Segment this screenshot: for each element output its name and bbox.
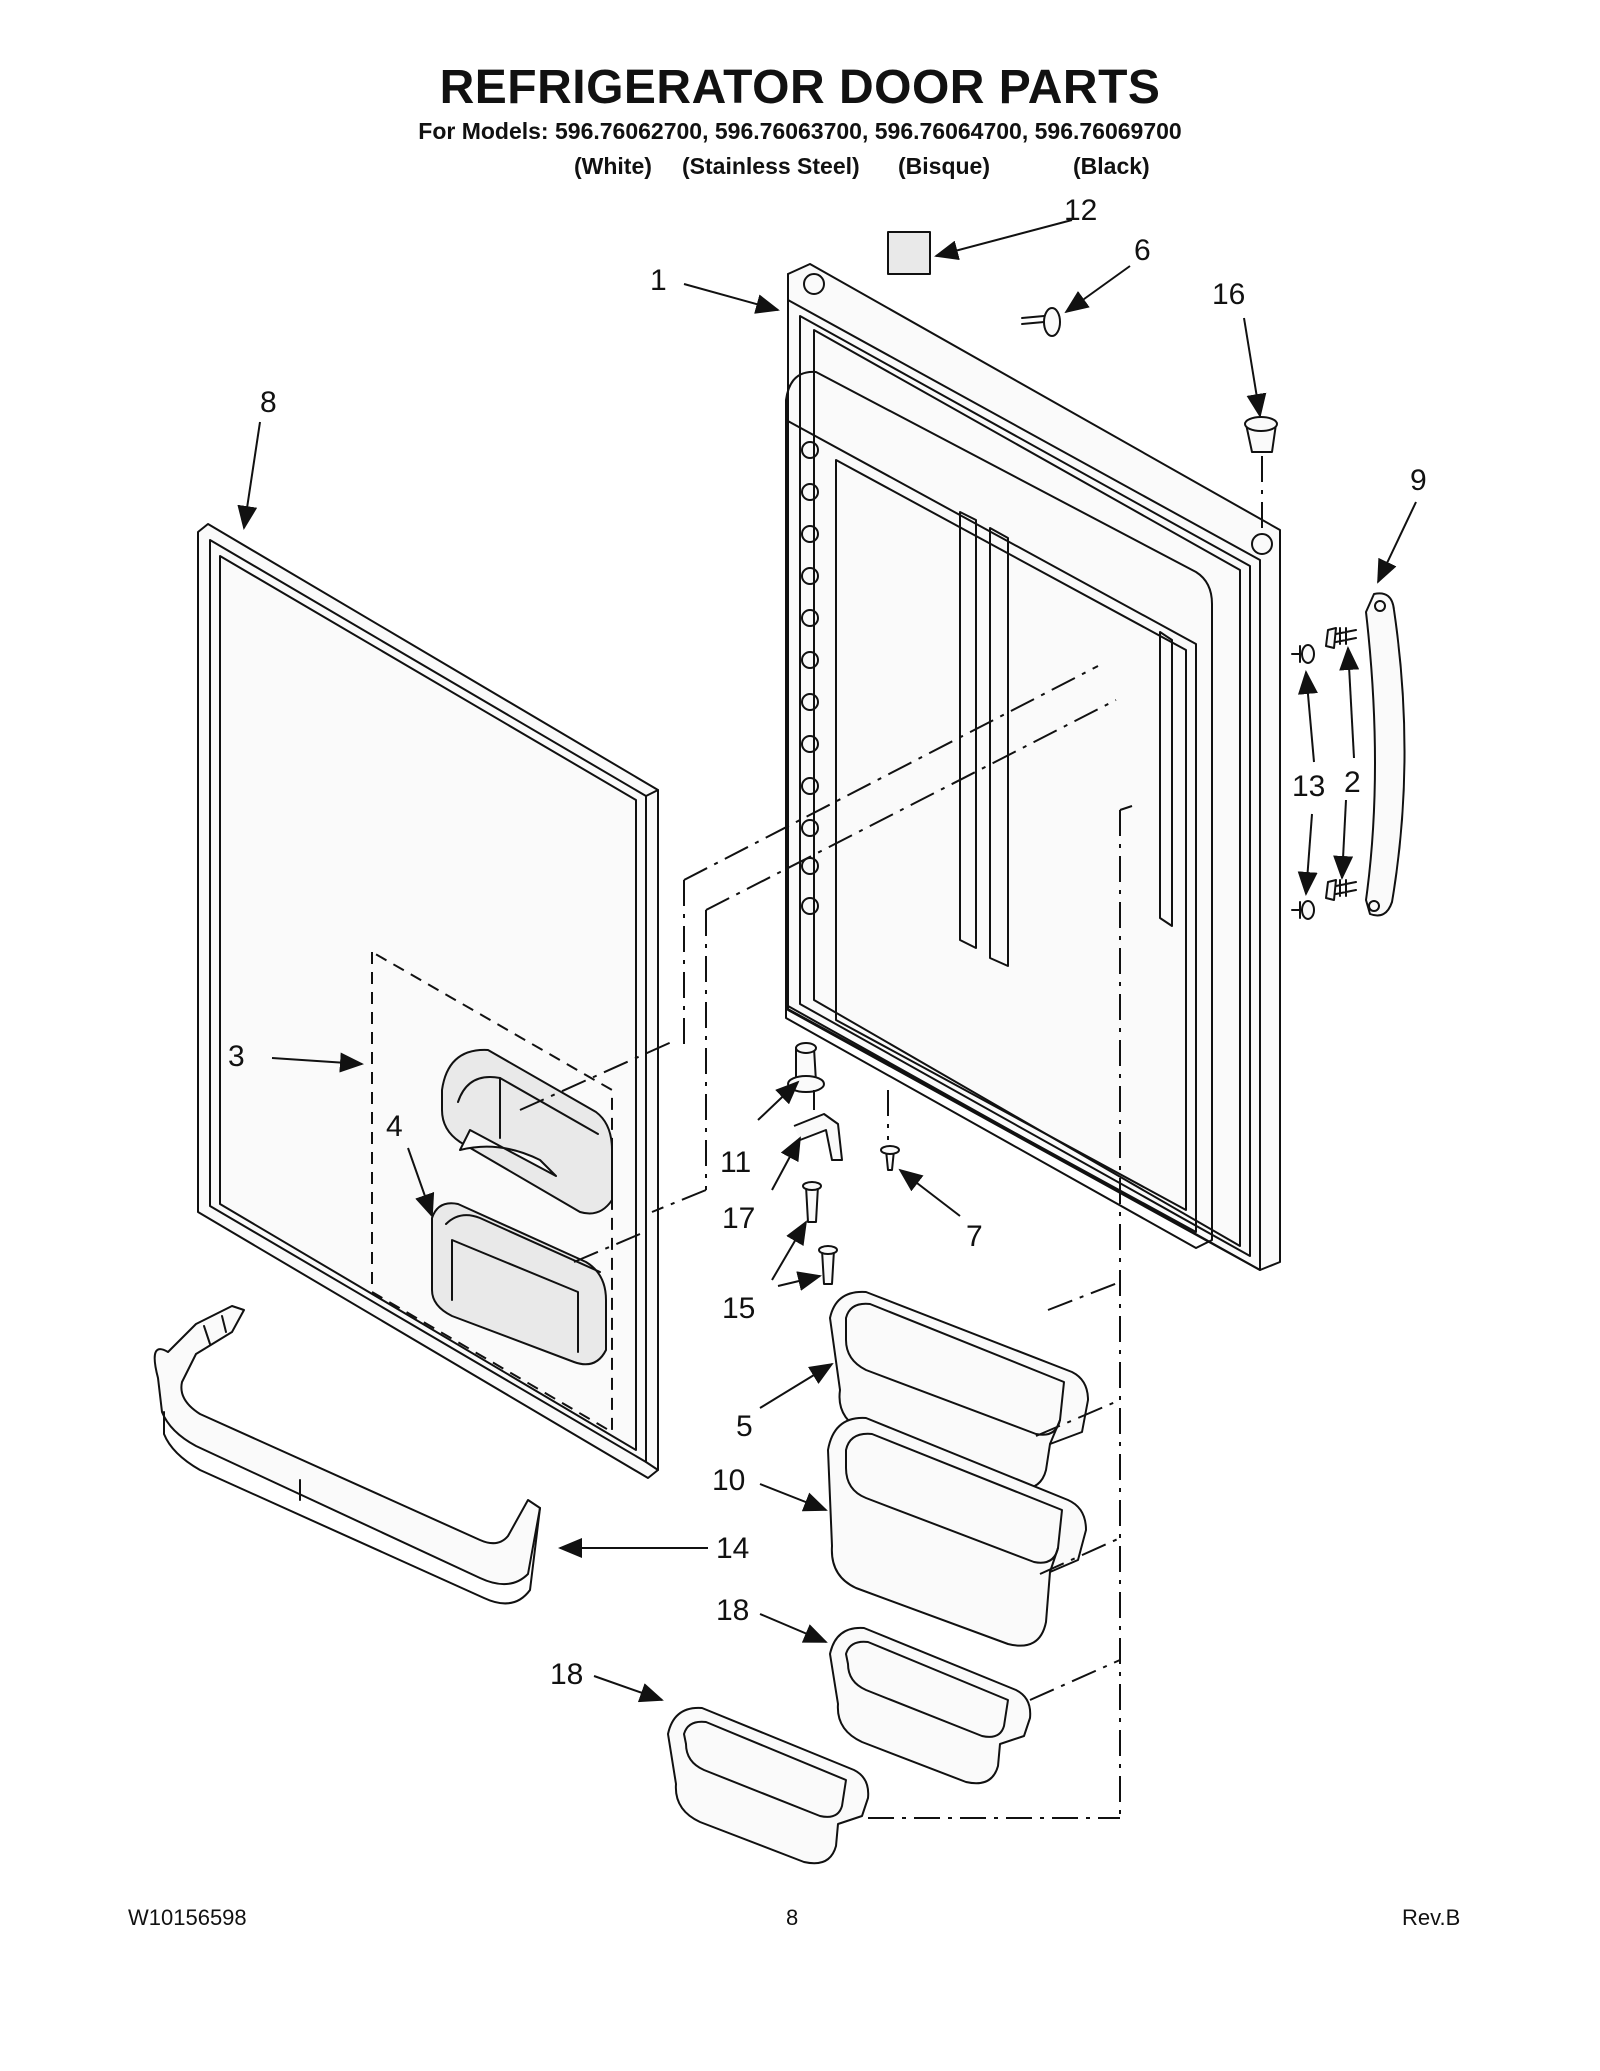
callout-12: 12 [1064, 194, 1097, 227]
part-7-screw [880, 1145, 900, 1171]
callout-7: 7 [966, 1220, 983, 1253]
revision: Rev.B [1402, 1905, 1461, 1930]
callout-2: 2 [1344, 766, 1361, 799]
part-18-small-bin-upper [829, 1626, 1032, 1785]
color-label-stainless-steel: (Stainless Steel) [682, 153, 860, 179]
color-label-white: (White) [574, 153, 652, 179]
part-17-clip [793, 1113, 843, 1161]
callout-16: 16 [1212, 278, 1245, 311]
part-3-4-dispenser-assembly [371, 951, 613, 1434]
part-18-small-bin-lower [667, 1706, 870, 1865]
callout-18-upper: 18 [716, 1594, 749, 1627]
callout-numbers: 1 2 3 4 5 6 7 8 9 10 11 12 13 14 15 16 1… [228, 194, 1427, 1691]
part-2-13-handle-screws [1291, 627, 1357, 920]
doc-number: W10156598 [128, 1905, 247, 1930]
callout-4: 4 [386, 1110, 403, 1143]
part-15-screws [802, 1181, 838, 1285]
part-9-handle [1365, 592, 1406, 917]
models-line: For Models: 596.76062700, 596.76063700, … [418, 118, 1182, 144]
part-1-door-frame [785, 263, 1281, 1271]
shelf-studs [801, 441, 819, 915]
leader-arrows [237, 219, 1417, 1703]
callout-18-lower: 18 [550, 1658, 583, 1691]
part-8-door-liner [197, 523, 659, 1479]
callout-1: 1 [650, 264, 667, 297]
callout-11: 11 [720, 1146, 751, 1179]
callout-9: 9 [1410, 464, 1427, 497]
callout-13: 13 [1292, 770, 1325, 803]
part-12-label [887, 231, 931, 275]
callout-3: 3 [228, 1040, 245, 1073]
callout-5: 5 [736, 1410, 753, 1443]
callout-6: 6 [1134, 234, 1151, 267]
page-title: REFRIGERATOR DOOR PARTS [439, 61, 1161, 114]
callout-15: 15 [722, 1292, 755, 1325]
part-11-hinge-bushing [787, 1042, 825, 1093]
assembly-lines [519, 665, 1133, 1819]
color-label-black: (Black) [1073, 153, 1150, 179]
callout-8: 8 [260, 386, 277, 419]
callout-14: 14 [716, 1532, 749, 1565]
page-number: 8 [786, 1905, 799, 1930]
color-label-bisque: (Bisque) [898, 153, 990, 179]
part-6-screw [1021, 307, 1061, 337]
part-16-plug [1244, 416, 1278, 534]
part-14-door-bin [153, 1305, 541, 1605]
callout-10: 10 [712, 1464, 745, 1497]
callout-17: 17 [722, 1202, 755, 1235]
